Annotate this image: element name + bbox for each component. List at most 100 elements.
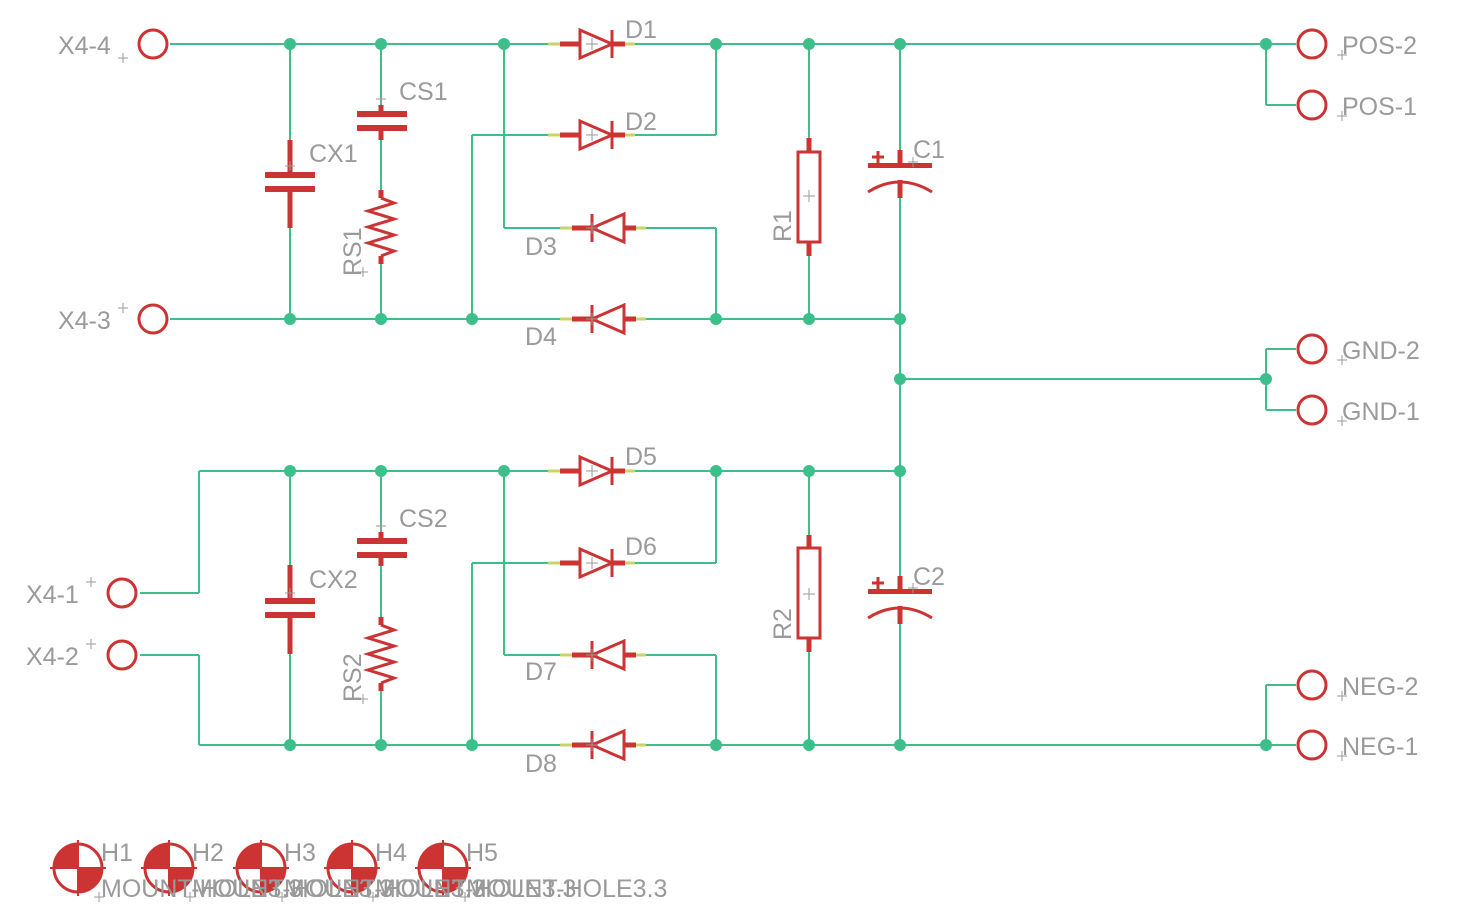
diode-d2[interactable] <box>548 118 635 152</box>
diode-d8[interactable] <box>560 728 646 762</box>
junction-dot <box>284 739 296 751</box>
capacitor-c1[interactable] <box>867 150 933 198</box>
junction-dot <box>466 739 478 751</box>
resistor-rs1[interactable] <box>362 190 400 264</box>
label-d3: D3 <box>525 233 557 261</box>
value-h4: MOUNT-HOLE3.3 <box>375 875 576 903</box>
junction-dot <box>803 739 815 751</box>
label-gnd-2: GND-2 <box>1342 337 1420 365</box>
connector-pad-x4-3[interactable] <box>137 303 169 335</box>
diode-d7[interactable] <box>560 638 646 672</box>
junction-dot <box>1260 373 1272 385</box>
origin-crosses <box>86 38 1347 902</box>
connector-pad-gnd-1[interactable] <box>1296 394 1328 426</box>
connector-pad-pos-2[interactable] <box>1296 28 1328 60</box>
label-pos-1: POS-1 <box>1342 93 1417 121</box>
junction-dot <box>284 38 296 50</box>
diode-d5[interactable] <box>548 454 635 488</box>
label-pos-2: POS-2 <box>1342 32 1417 60</box>
junction-dot <box>466 313 478 325</box>
junction-dot <box>710 465 722 477</box>
junction-dot <box>710 38 722 50</box>
label-cs2: CS2 <box>399 505 448 533</box>
label-neg-2: NEG-2 <box>1342 673 1418 701</box>
junction-dot <box>498 38 510 50</box>
junction-dot <box>803 465 815 477</box>
diode-d4[interactable] <box>560 302 646 336</box>
junction-dot <box>894 465 906 477</box>
label-h1: H1 <box>101 839 133 867</box>
junction-dot <box>1260 38 1272 50</box>
junction-dot <box>894 739 906 751</box>
label-h3: H3 <box>284 839 316 867</box>
resistor-r2[interactable] <box>796 535 822 652</box>
label-d7: D7 <box>525 658 557 686</box>
resistor-rs2[interactable] <box>362 617 400 691</box>
junction-dot <box>894 373 906 385</box>
label-d2: D2 <box>625 108 657 136</box>
junctions <box>284 38 1272 751</box>
connector-pads <box>106 28 1328 761</box>
junction-dot <box>375 739 387 751</box>
mount-hole-h1[interactable] <box>50 840 106 896</box>
capacitor-cx1[interactable] <box>265 140 315 228</box>
label-d5: D5 <box>625 443 657 471</box>
connector-pad-gnd-2[interactable] <box>1296 333 1328 365</box>
label-c2: C2 <box>913 563 945 591</box>
label-d8: D8 <box>525 750 557 778</box>
connector-pad-pos-1[interactable] <box>1296 89 1328 121</box>
mount-hole-h4[interactable] <box>324 840 380 896</box>
junction-dot <box>498 465 510 477</box>
junction-dot <box>710 313 722 325</box>
junction-dot <box>375 465 387 477</box>
connector-pad-neg-1[interactable] <box>1296 729 1328 761</box>
mount-hole-h2[interactable] <box>141 840 197 896</box>
label-x4-1: X4-1 <box>26 581 79 609</box>
junction-dot <box>284 313 296 325</box>
label-d4: D4 <box>525 323 557 351</box>
capacitor-c2[interactable] <box>867 576 933 624</box>
label-h2: H2 <box>192 839 224 867</box>
wires <box>140 43 1296 746</box>
junction-dot <box>284 465 296 477</box>
label-rs1: RS1 <box>339 227 367 276</box>
label-cx2: CX2 <box>309 566 358 594</box>
junction-dot <box>375 38 387 50</box>
junction-dot <box>1260 739 1272 751</box>
mount-hole-h5[interactable] <box>415 840 471 896</box>
label-rs2: RS2 <box>339 653 367 702</box>
label-x4-3: X4-3 <box>58 307 111 335</box>
label-x4-4: X4-4 <box>58 32 111 60</box>
junction-dot <box>894 38 906 50</box>
value-h3: MOUNT-HOLE3.3 <box>284 875 485 903</box>
capacitor-cs2[interactable] <box>357 532 407 566</box>
junction-dot <box>803 38 815 50</box>
connector-pad-x4-4[interactable] <box>137 28 169 60</box>
connector-pad-x4-1[interactable] <box>106 577 138 609</box>
capacitor-cs1[interactable] <box>357 105 407 140</box>
junction-dot <box>710 739 722 751</box>
label-cs1: CS1 <box>399 78 448 106</box>
diode-d6[interactable] <box>548 546 635 580</box>
connector-pad-neg-2[interactable] <box>1296 669 1328 701</box>
capacitor-cx2[interactable] <box>265 565 315 654</box>
connector-pad-x4-2[interactable] <box>106 639 138 671</box>
label-cx1: CX1 <box>309 140 358 168</box>
diode-d3[interactable] <box>560 211 646 245</box>
label-h5: H5 <box>466 839 498 867</box>
junction-dot <box>375 313 387 325</box>
label-r1: R1 <box>769 210 797 242</box>
mount-hole-h3[interactable] <box>233 840 289 896</box>
junction-dot <box>894 313 906 325</box>
label-x4-2: X4-2 <box>26 643 79 671</box>
diode-d1[interactable] <box>548 27 635 61</box>
label-r2: R2 <box>769 608 797 640</box>
value-h2: MOUNT-HOLE3.3 <box>192 875 393 903</box>
label-d1: D1 <box>625 16 657 44</box>
value-h5: MOUNT-HOLE3.3 <box>466 875 667 903</box>
value-h1: MOUNT-HOLE3.3 <box>101 875 302 903</box>
labels: X4-4 X4-3 X4-1 X4-2 POS-2 POS-1 GND-2 GN… <box>26 16 1420 903</box>
resistor-r1[interactable] <box>796 138 822 256</box>
